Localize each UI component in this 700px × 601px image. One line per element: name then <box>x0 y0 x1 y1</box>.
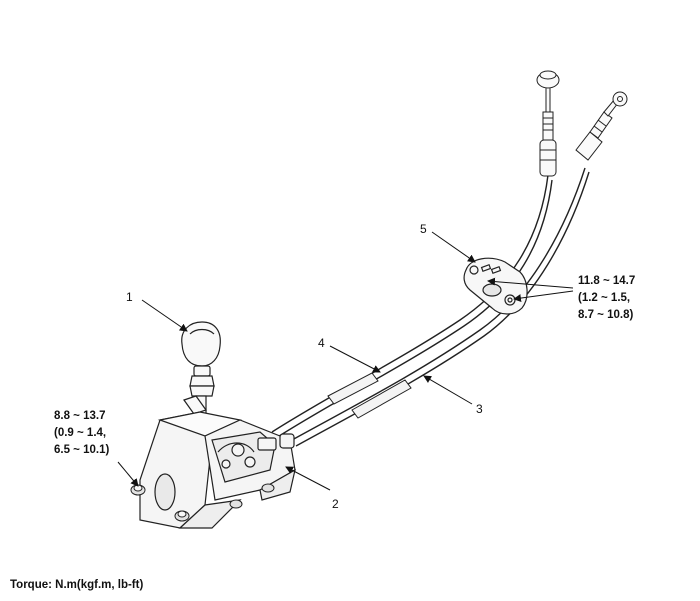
shift-lever-housing <box>139 411 296 529</box>
torque-units-footer: Torque: N.m(kgf.m, lb-ft) <box>10 579 144 591</box>
callout-3: 3 <box>476 402 483 416</box>
cable-bracket <box>463 257 528 315</box>
callout-4: 4 <box>318 336 325 350</box>
torque-right-line2: (1.2 ~ 1.5, <box>578 292 631 304</box>
housing-bolts <box>130 483 275 522</box>
torque-left-line2: (0.9 ~ 1.4, <box>54 427 107 439</box>
leader-lines <box>117 231 574 491</box>
torque-left-line1: 8.8 ~ 13.7 <box>54 410 106 422</box>
control-cables <box>271 167 590 447</box>
callout-1: 1 <box>126 290 133 304</box>
shift-knob <box>181 321 221 431</box>
callout-5: 5 <box>420 222 427 236</box>
torque-right-line1: 11.8 ~ 14.7 <box>578 275 636 287</box>
torque-right-line3: 8.7 ~ 10.8) <box>578 309 634 321</box>
shift-cable-end <box>575 91 628 161</box>
callout-2: 2 <box>332 497 339 511</box>
torque-left-line3: 6.5 ~ 10.1) <box>54 444 110 456</box>
select-cable-end <box>536 70 560 177</box>
cable-sleeves <box>327 372 412 419</box>
